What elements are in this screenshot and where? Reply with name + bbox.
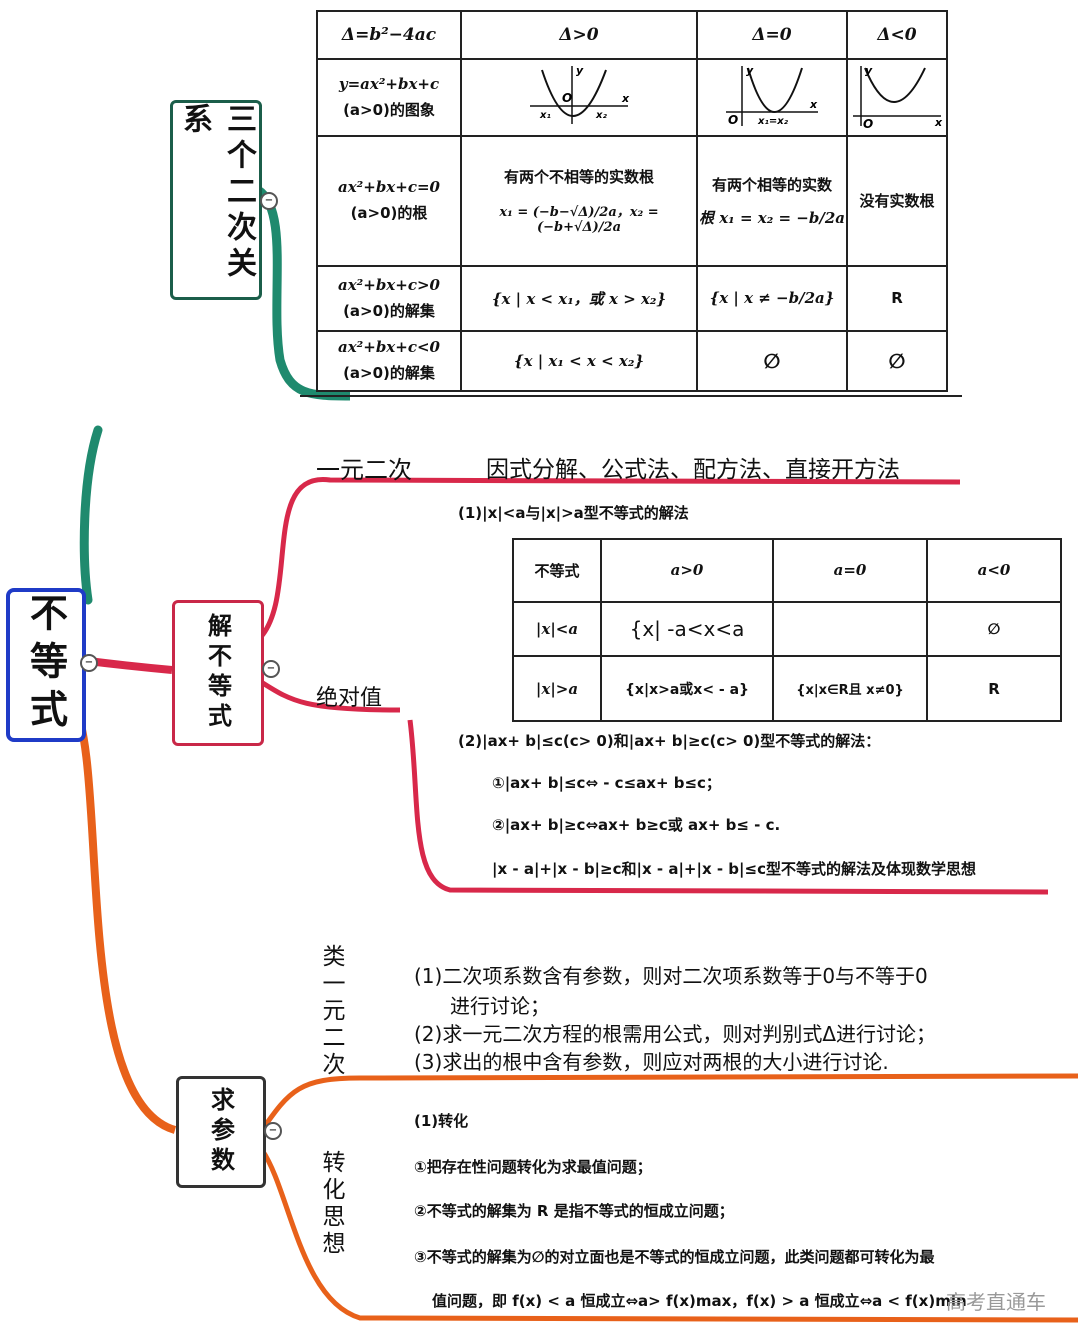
- axis-x-label: x: [809, 98, 818, 111]
- abs-cell: R: [926, 655, 1062, 722]
- axis-y-label: y: [865, 64, 873, 77]
- axis-y-label: y: [576, 64, 584, 77]
- yiyuan-content: 因式分解、公式法、配方法、直接开方法: [486, 457, 900, 483]
- row-label-bottom: (a>0)的解集: [343, 301, 435, 320]
- table-row-label: ax²+bx+c>0 (a>0)的解集: [316, 265, 462, 332]
- zhuan-title: (1)转化: [414, 1112, 469, 1130]
- branch-find-parameter-label: 求参数: [206, 1087, 235, 1177]
- table-row-label: y=ax²+bx+c (a>0)的图象: [316, 58, 462, 137]
- graph-one-root: y x O x₁=x₂: [696, 58, 848, 137]
- row-label-bottom: (a>0)的图象: [343, 100, 435, 119]
- abs-table: 不等式 a>0 a=0 a<0 |x|<a {x| -a<x<a ∅ |x|>a…: [512, 538, 1062, 722]
- zhuan-item1: ①把存在性问题转化为求最值问题；: [414, 1158, 652, 1176]
- lei-label: 类一元二次: [318, 944, 344, 1079]
- cell-solution: {x | x ≠ −b/2a}: [696, 265, 848, 332]
- lei-line3: (3)求出的根中含有参数，则应对两根的大小进行讨论.: [414, 1050, 889, 1074]
- root-collapse-icon[interactable]: −: [80, 654, 98, 672]
- lei-line2: (2)求一元二次方程的根需用公式，则对判别式Δ进行讨论；: [414, 1022, 937, 1046]
- table-header: Δ=0: [696, 9, 848, 61]
- axis-y-label: y: [746, 64, 754, 77]
- parabola-one-root: y x O x₁=x₂: [726, 64, 818, 127]
- origin-label: O: [863, 117, 873, 128]
- x1-label: x₁: [539, 110, 551, 121]
- zhuan-item2: ②不等式的解集为 R 是指不等式的恒成立问题；: [414, 1202, 734, 1220]
- branch-three-quadratic-label: 三个二次关系: [177, 103, 256, 283]
- row-label-top: ax²+bx+c<0: [338, 338, 440, 357]
- graph-no-root: y x O: [846, 58, 948, 137]
- abs-part2-item2: ②|ax+ b|≥c⇔ax+ b≥c或 ax+ b≤ - c.: [492, 816, 781, 834]
- row-label-bottom: (a>0)的解集: [343, 364, 435, 383]
- origin-label: O: [728, 113, 738, 127]
- table-header: Δ=b²−4ac: [316, 9, 462, 61]
- cell-solution: {x | x₁ < x < x₂}: [460, 329, 698, 393]
- cell-equal-roots: 有两个相等的实数 根 x₁ = x₂ = −b/2a: [696, 134, 848, 268]
- solve-collapse-icon[interactable]: −: [262, 660, 280, 678]
- lei-line1: (1)二次项系数含有参数，则对二次项系数等于0与不等于0: [414, 964, 928, 988]
- abs-header: a>0: [600, 538, 774, 603]
- row-label-bottom: (a>0)的根: [350, 204, 428, 223]
- cell-no-root: 没有实数根: [846, 134, 948, 268]
- abs-header: a<0: [926, 538, 1062, 603]
- branch-find-parameter[interactable]: 求参数: [176, 1076, 266, 1188]
- axis-x-label: x: [621, 92, 630, 105]
- yiyuan-label: 一元二次: [316, 456, 412, 484]
- table-header: Δ<0: [846, 9, 948, 61]
- parabola-two-roots: y x O x₁ x₂: [530, 64, 630, 125]
- branch-solve-inequality[interactable]: 解不等式: [172, 600, 264, 746]
- graph-two-roots: y x O x₁ x₂: [460, 58, 698, 137]
- quadratic-relation-table: Δ=b²−4ac Δ>0 Δ=0 Δ<0 y=ax²+bx+c (a>0)的图象…: [316, 9, 948, 393]
- abs-cell: {x|x∈R且 x≠0}: [772, 655, 928, 722]
- root-node[interactable]: 不等式: [6, 588, 86, 742]
- cell-formula: x₁ = (−b−√Δ)/2a，x₂ = (−b+√Δ)/2a: [499, 205, 659, 236]
- table-row-label: ax²+bx+c=0 (a>0)的根: [316, 134, 462, 268]
- cell-solution: R: [846, 265, 948, 332]
- row-label-top: ax²+bx+c>0: [338, 275, 440, 294]
- abs-part1-title: (1)|x|<a与|x|>a型不等式的解法: [458, 504, 689, 522]
- branch-three-quadratic[interactable]: 三个二次关系: [170, 100, 262, 300]
- abs-part2-item1: ①|ax+ b|≤c⇔ - c≤ax+ b≤c；: [492, 774, 721, 792]
- table-header: Δ>0: [460, 9, 698, 61]
- abs-part2-title: (2)|ax+ b|≤c(c> 0)和|ax+ b|≥c(c> 0)型不等式的解…: [458, 732, 881, 750]
- row-label-top: y=ax²+bx+c: [338, 74, 440, 93]
- table-row-label: ax²+bx+c<0 (a>0)的解集: [316, 329, 462, 393]
- abs-cell: ∅: [926, 600, 1062, 658]
- abs-header: a=0: [772, 538, 928, 603]
- cell-two-roots: 有两个不相等的实数根 x₁ = (−b−√Δ)/2a，x₂ = (−b+√Δ)/…: [460, 134, 698, 268]
- abs-cell: {x| -a<x<a: [600, 600, 774, 658]
- cell-solution: ∅: [846, 329, 948, 393]
- branch-solve-inequality-label: 解不等式: [203, 613, 232, 733]
- cell-title: 有两个相等的实数: [711, 175, 832, 194]
- abs-cell: |x|<a: [512, 600, 602, 658]
- axis-x-label: x: [934, 116, 943, 128]
- zhuan-item3: ③不等式的解集为∅的对立面也是不等式的恒成立问题，此类问题都可转化为最: [414, 1248, 935, 1266]
- origin-label: O: [562, 91, 572, 105]
- abs-cell: [772, 600, 928, 658]
- abs-part3: |x - a|+|x - b|≥c和|x - a|+|x - b|≤c型不等式的…: [492, 860, 976, 878]
- abs-label: 绝对值: [316, 686, 383, 711]
- x2-label: x₂: [595, 110, 607, 121]
- abs-header: 不等式: [512, 538, 602, 603]
- abs-cell: {x|x>a或x< - a}: [600, 655, 774, 722]
- zhuan-label: 转化思想: [318, 1150, 344, 1258]
- x12-label: x₁=x₂: [757, 116, 789, 127]
- watermark: 高考直通车: [946, 1290, 1046, 1314]
- cell-title: 有两个不相等的实数根: [503, 168, 654, 187]
- root-label: 不等式: [23, 593, 68, 737]
- abs-cell: |x|>a: [512, 655, 602, 722]
- cell-formula: 根 x₁ = x₂ = −b/2a: [699, 208, 845, 227]
- param-collapse-icon[interactable]: −: [264, 1122, 282, 1140]
- row-label-top: ax²+bx+c=0: [338, 178, 440, 197]
- parabola-no-root: y x O: [853, 64, 943, 131]
- zhuan-item4: 值问题，即 f(x) < a 恒成立⇔a> f(x)max，f(x) > a 恒…: [432, 1292, 967, 1310]
- lei-line1b: 进行讨论；: [450, 994, 550, 1018]
- cell-solution: ∅: [696, 329, 848, 393]
- top-collapse-icon[interactable]: −: [260, 192, 278, 210]
- cell-solution: {x | x < x₁，或 x > x₂}: [460, 265, 698, 332]
